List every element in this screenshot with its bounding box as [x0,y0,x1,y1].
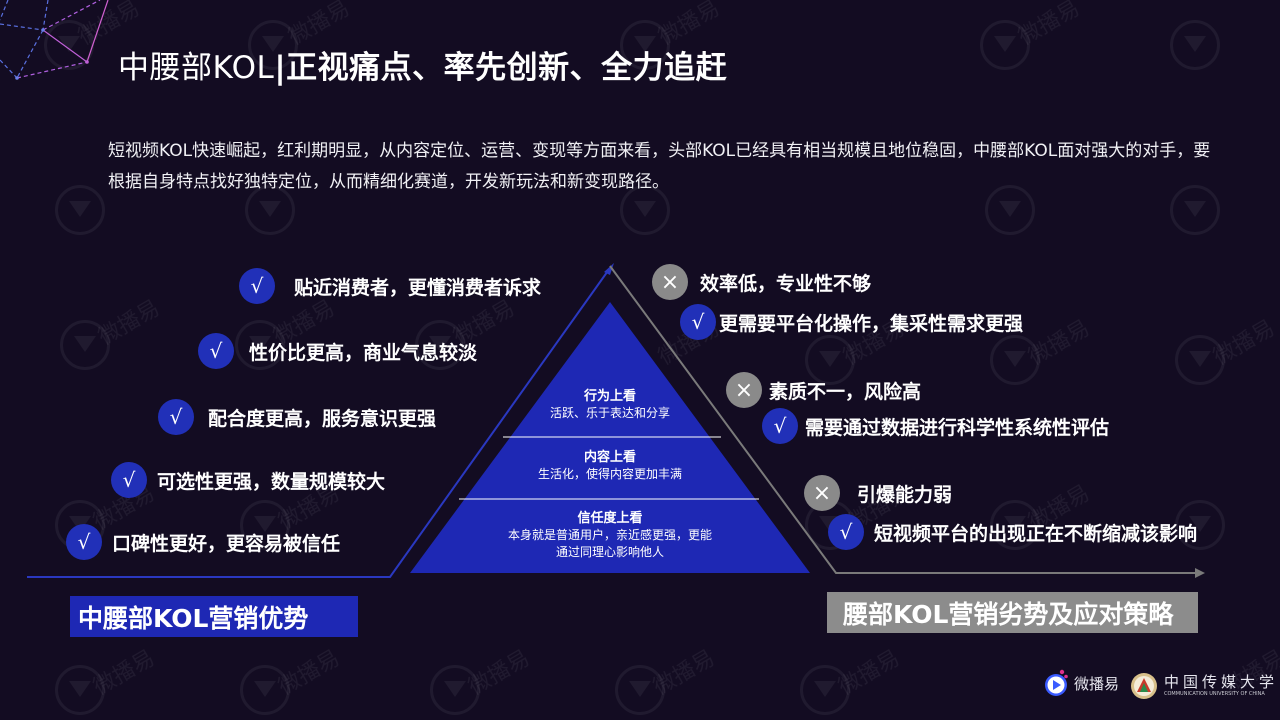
pyramid-level-desc: 本身就是普通用户，亲近感更强，更能 [507,528,712,542]
pyramid-level-heading: 信任度上看 [577,511,643,526]
problem-item: × 效率低，专业性不够 [652,264,871,300]
watermark-logo-icon [800,665,850,715]
university-logo: 中国传媒大学 COMMUNICATION UNIVERSITY OF CHINA [1130,672,1278,700]
check-icon: √ [66,524,102,560]
watermark-text: 微播易 [94,295,165,351]
title-prefix: 中腰部KOL [118,50,275,86]
watermark-logo-icon [1175,335,1225,385]
intro-paragraph: 短视频KOL快速崛起，红利期明显，从内容定位、运营、变现等方面来看，头部KOL已… [108,141,1211,192]
brand-name: 微播易 [1074,674,1120,693]
check-icon: √ [239,268,275,304]
advantage-item: √ 可选性更强，数量规模较大 [111,462,385,498]
watermark-text: 微播易 [1014,0,1085,51]
advantage-text: 贴近消费者，更懂消费者诉求 [294,276,542,299]
problem-item: × 素质不一，风险高 [726,372,921,408]
watermark-logo-icon [55,665,105,715]
problem-text: 素质不一，风险高 [769,380,922,403]
advantages-label: 中腰部KOL营销优势 [70,596,358,637]
problem-item: × 引爆能力弱 [804,475,952,511]
cross-icon: × [652,264,688,300]
corner-network-icon [0,0,109,80]
check-icon: √ [680,304,716,340]
watermark-logo-icon [615,665,665,715]
pyramid-level-desc: 生活化，使得内容更加丰满 [537,467,682,481]
disadvantages-label: 腰部KOL营销劣势及应对策略 [827,592,1198,633]
check-icon: √ [111,462,147,498]
play-logo-icon [1045,669,1068,696]
advantage-item: √ 口碑性更好，更容易被信任 [66,524,340,560]
watermark-logo-icon [430,665,480,715]
watermark-logo-icon [980,20,1030,70]
solution-item: √ 需要通过数据进行科学性系统性评估 [762,408,1109,444]
watermark-text: 微播易 [1209,315,1280,371]
title-separator: | [274,50,287,86]
page-title: 中腰部KOL|正视痛点、率先创新、全力追赶 [118,42,727,87]
solution-item: √ 短视频平台的出现正在不断缩减该影响 [828,514,1197,550]
problem-text: 效率低，专业性不够 [700,272,872,295]
problem-text: 引爆能力弱 [857,483,953,506]
university-text: 中国传媒大学 COMMUNICATION UNIVERSITY OF CHINA [1164,674,1278,698]
advantage-item: √ 配合度更高，服务意识更强 [158,399,436,435]
advantage-text: 口碑性更好，更容易被信任 [112,532,341,555]
solution-text: 更需要平台化操作，集采性需求更强 [719,312,1024,335]
title-main: 正视痛点、率先创新、全力追赶 [286,50,728,86]
university-subtitle: COMMUNICATION UNIVERSITY OF CHINA [1164,691,1265,697]
disadvantage-axis-arrow-icon [1195,568,1205,578]
watermark-logo-icon [60,320,110,370]
watermark-text: 微播易 [464,645,535,701]
brand-logo: 微播易 [1043,669,1119,697]
watermark-text: 微播易 [1024,315,1095,371]
advantage-text: 配合度更高，服务意识更强 [208,407,437,430]
watermark-logo-icon [1170,20,1220,70]
pyramid-level-desc: 活跃、乐于表达和分享 [549,406,670,420]
pyramid-level-content: 内容上看 生活化，使得内容更加丰满 [490,449,730,483]
pyramid-level-behavior: 行为上看 活跃、乐于表达和分享 [510,388,710,422]
solution-item: √ 更需要平台化操作，集采性需求更强 [680,304,1023,340]
cross-icon: × [726,372,762,408]
advantage-item: √ 性价比更高，商业气息较淡 [198,333,477,369]
university-emblem-icon [1131,673,1157,699]
watermark-logo-icon [990,335,1040,385]
pyramid-level-desc: 通过同理心影响他人 [555,545,664,559]
check-icon: √ [762,408,798,444]
advantage-axis-arrow-icon [604,263,614,275]
solution-text: 短视频平台的出现正在不断缩减该影响 [874,522,1198,545]
cross-icon: × [804,475,840,511]
watermark-text: 微播易 [274,645,345,701]
watermark-text: 微播易 [89,645,160,701]
check-icon: √ [158,399,194,435]
watermark-logo-icon [240,665,290,715]
watermark-text: 微播易 [834,645,905,701]
advantage-text: 性价比更高，商业气息较淡 [249,341,478,364]
check-icon: √ [198,333,234,369]
watermark-logo-icon [44,20,94,70]
solution-text: 需要通过数据进行科学性系统性评估 [805,416,1110,439]
advantage-text: 可选性更强，数量规模较大 [157,470,386,493]
watermark-text: 微播易 [649,645,720,701]
university-name: 中国传媒大学 [1164,673,1279,691]
watermark-logo-icon [55,185,105,235]
check-icon: √ [828,514,864,550]
pyramid-level-heading: 行为上看 [583,389,636,404]
pyramid-level-heading: 内容上看 [583,450,636,465]
pyramid-level-trust: 信任度上看 本身就是普通用户，亲近感更强，更能 通过同理心影响他人 [470,510,750,561]
advantage-item: √ 贴近消费者，更懂消费者诉求 [239,268,541,304]
